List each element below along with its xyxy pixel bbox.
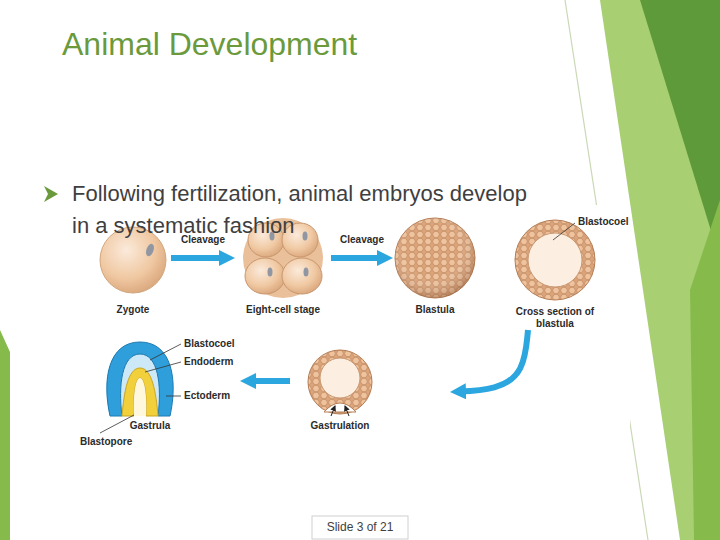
stage-figure: Blastula: [393, 216, 477, 316]
invagination: [324, 403, 356, 412]
part-label: Endoderm: [184, 356, 233, 368]
stage-arrow: [171, 255, 235, 261]
nucleus: [144, 243, 155, 258]
stage-arrow: [331, 255, 393, 261]
slide-title: Animal Development: [62, 24, 357, 64]
deco-triangle: [640, 0, 720, 260]
process-label: Cleavage: [181, 234, 225, 246]
stage-arrow: [240, 378, 290, 384]
blastula-shading: [395, 218, 475, 298]
stage-name: Eight-cell stage: [235, 304, 331, 316]
blastomere: [245, 258, 285, 294]
blastula-ball: [395, 218, 475, 298]
stage-name: Zygote: [95, 304, 171, 316]
stage-name: Blastula: [393, 304, 477, 316]
nucleus: [268, 268, 273, 277]
stage-figure: Zygote: [95, 224, 171, 316]
endoderm-layer: [122, 368, 158, 416]
part-label: Blastocoel: [184, 338, 235, 350]
blastocoel-cavity: [320, 358, 360, 398]
deco-sliver: [0, 330, 10, 540]
nucleus: [303, 232, 308, 241]
leader-line: [166, 396, 181, 397]
deco-band: [690, 200, 720, 540]
archenteron: [134, 378, 147, 416]
stage-figure: Cross section of blastula: [513, 216, 597, 330]
leader-line: [553, 223, 575, 240]
leader-line: [100, 415, 134, 433]
movement-arrow: [345, 406, 349, 416]
stage-name: Gastrula: [105, 420, 195, 432]
nucleus: [304, 268, 309, 277]
blastomere: [282, 258, 322, 294]
leader-line: [150, 344, 181, 360]
stage-figure: Gastrulation: [290, 350, 450, 432]
blastula-wall: [515, 220, 595, 300]
slide-number: Slide 3 of 21: [0, 519, 720, 535]
stage-name: Cross section of blastula: [513, 306, 597, 330]
stage-name: Gastrulation: [290, 420, 390, 432]
bullet-arrow: [44, 186, 58, 202]
stage-figure: Eight-cell stage: [235, 216, 331, 316]
embryo-wall: [308, 350, 372, 414]
figure-panel: [85, 205, 630, 445]
part-label: Ectoderm: [184, 390, 230, 402]
process-label: Cleavage: [340, 234, 384, 246]
stage-figure: Gastrula: [105, 340, 240, 432]
part-label: Blastopore: [80, 436, 132, 448]
blastocoel-cavity: [528, 233, 582, 287]
part-label: Blastocoel: [578, 216, 629, 228]
leader-line: [145, 362, 181, 372]
movement-arrow: [331, 406, 335, 416]
stage-arrow: [450, 330, 528, 392]
bullet-text: Following fertilization, animal embryos …: [72, 178, 542, 242]
